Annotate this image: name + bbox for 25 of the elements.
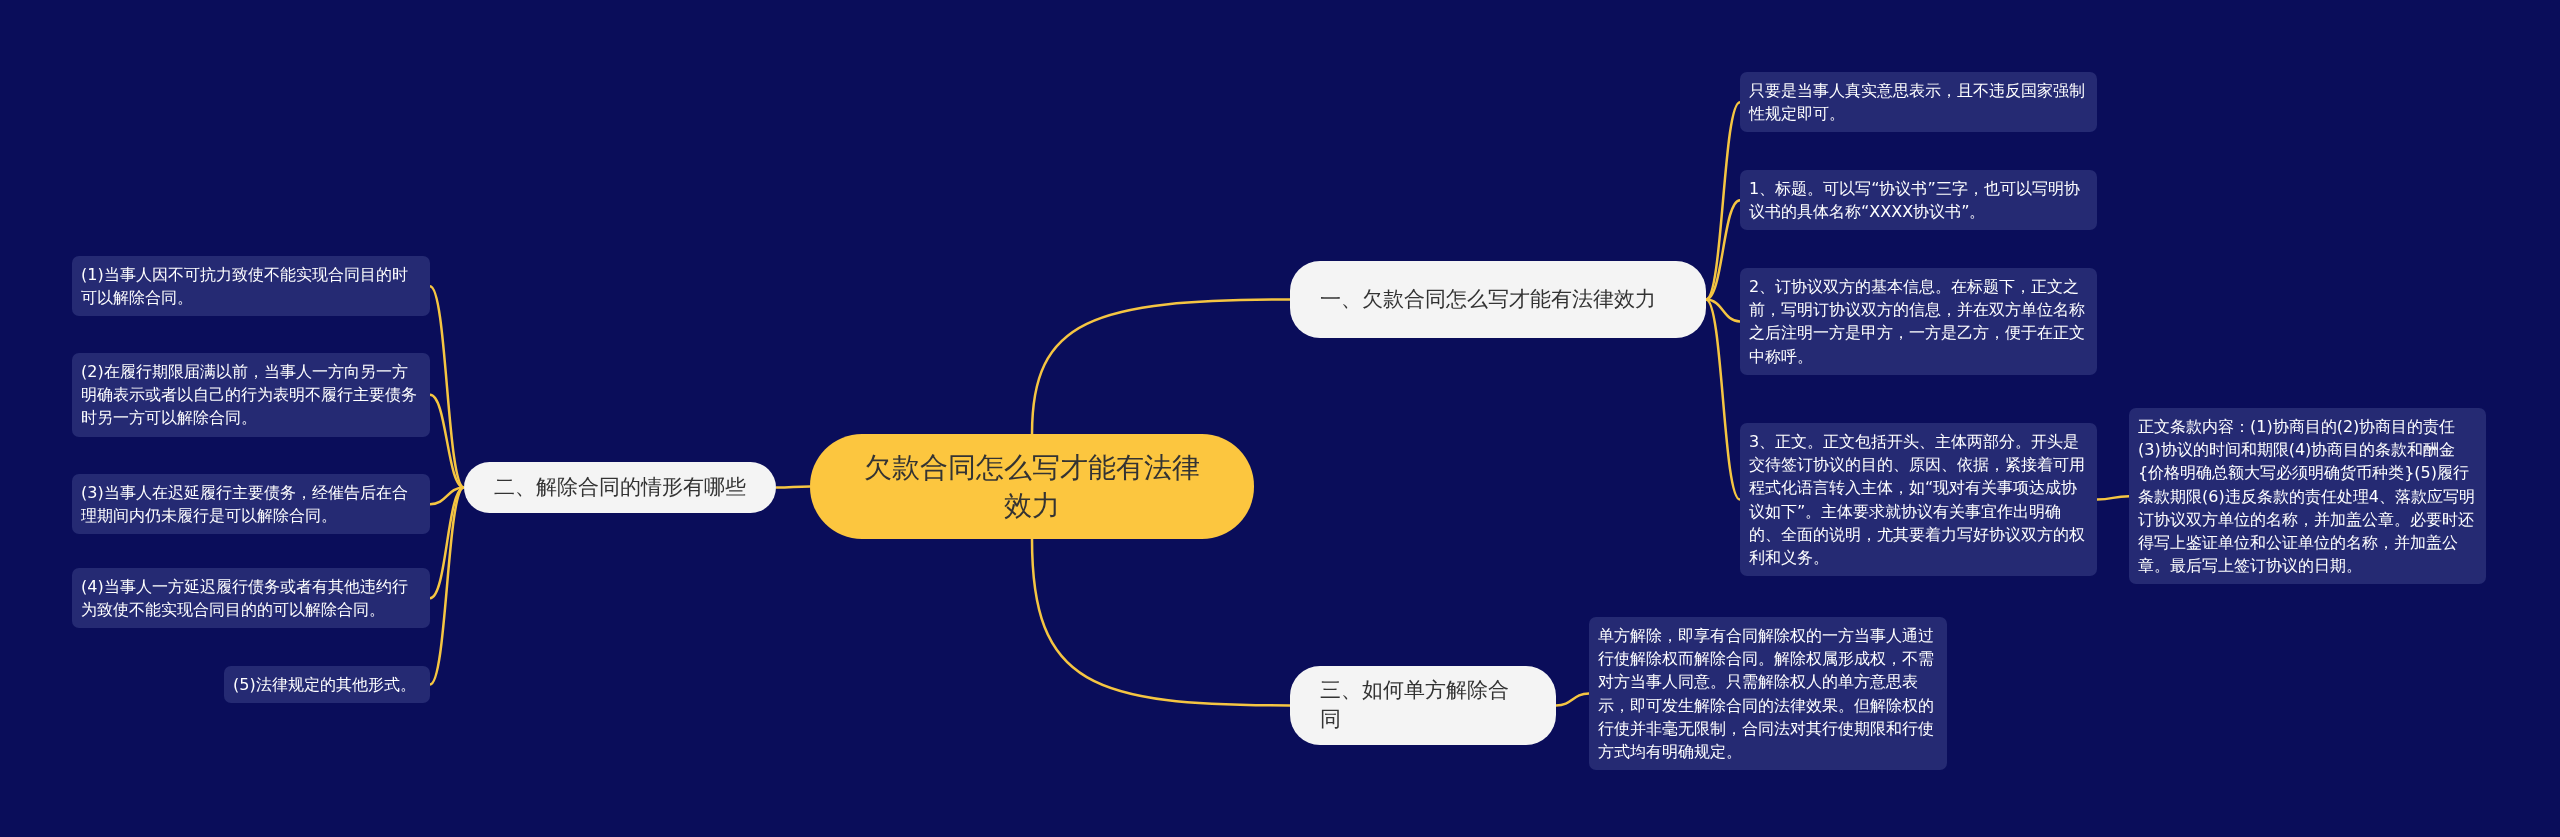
note-card: 单方解除，即享有合同解除权的一方当事人通过行使解除权而解除合同。解除权属形成权，不需对方当事人同意。只需解除权人的单方意思表示，即可发生解除合同的法律效果。但解除权的行使并非毫无限制，合同法对其行使期限和行使方式均有明确规定。: [1589, 617, 1947, 771]
note-card: (3)当事人在迟延履行主要债务，经催告后在合理期间内仍未履行是可以解除合同。: [72, 474, 430, 535]
connector-line: [1030, 538, 1290, 707]
note-card: (4)当事人一方延迟履行债务或者有其他违约行为致使不能实现合同目的的可以解除合同。: [72, 568, 430, 629]
central-topic: 欠款合同怎么写才能有法律效力: [810, 434, 1254, 539]
connector-line: [1555, 692, 1590, 707]
note-card: (1)当事人因不可抗力致使不能实现合同目的时可以解除合同。: [72, 256, 430, 317]
connector-line: [776, 485, 810, 489]
branch-topic: 二、解除合同的情形有哪些: [464, 462, 776, 513]
note-card: (2)在履行期限届满以前，当事人一方向另一方明确表示或者以自己的行为表明不履行主要债务时另一方可以解除合同。: [72, 353, 430, 437]
note-card: 只要是当事人真实意思表示，且不违反国家强制性规定即可。: [1740, 72, 2097, 133]
connector-line: [429, 486, 465, 686]
note-card: 3、正文。正文包括开头、主体两部分。开头是交待签订协议的目的、原因、依据，紧接着可用程式化语言转入主体，如“现对有关事项达成协议如下”。主体要求就协议有关事宜作出明确的、全面的说明，尤其要着力写好协议双方的权利和义务。: [1740, 423, 2097, 577]
note-card: 正文条款内容：(1)协商目的(2)协商目的责任(3)协议的时间和期限(4)协商目的条款和酬金{价格明确总额大写必须明确货币种类}(5)履行条款期限(6)违反条款的责任处理4、落款应写明订协议双方单位的名称，并加盖公章。必要时还得写上鉴证单位和公证单位的名称，并加盖公章。最后写上签订协议的日期。: [2129, 408, 2486, 585]
connector-line: [1705, 199, 1741, 301]
branch-topic: 三、如何单方解除合同: [1290, 666, 1556, 745]
connector-line: [1705, 298, 1741, 501]
connector-line: [1705, 101, 1741, 301]
note-card: 1、标题。可以写“协议书”三字，也可以写明协议书的具体名称“XXXX协议书”。: [1740, 170, 2097, 231]
note-card: (5)法律规定的其他形式。: [224, 666, 430, 704]
branch-topic: 一、欠款合同怎么写才能有法律效力: [1290, 261, 1706, 338]
note-card: 2、订协议双方的基本信息。在标题下，正文之前，写明订协议双方的信息，并在双方单位名称之后注明一方是甲方，一方是乙方，便于在正文中称呼。: [1740, 268, 2097, 375]
connector-line: [429, 285, 465, 489]
connector-line: [2096, 494, 2130, 501]
connector-line: [1030, 298, 1290, 435]
